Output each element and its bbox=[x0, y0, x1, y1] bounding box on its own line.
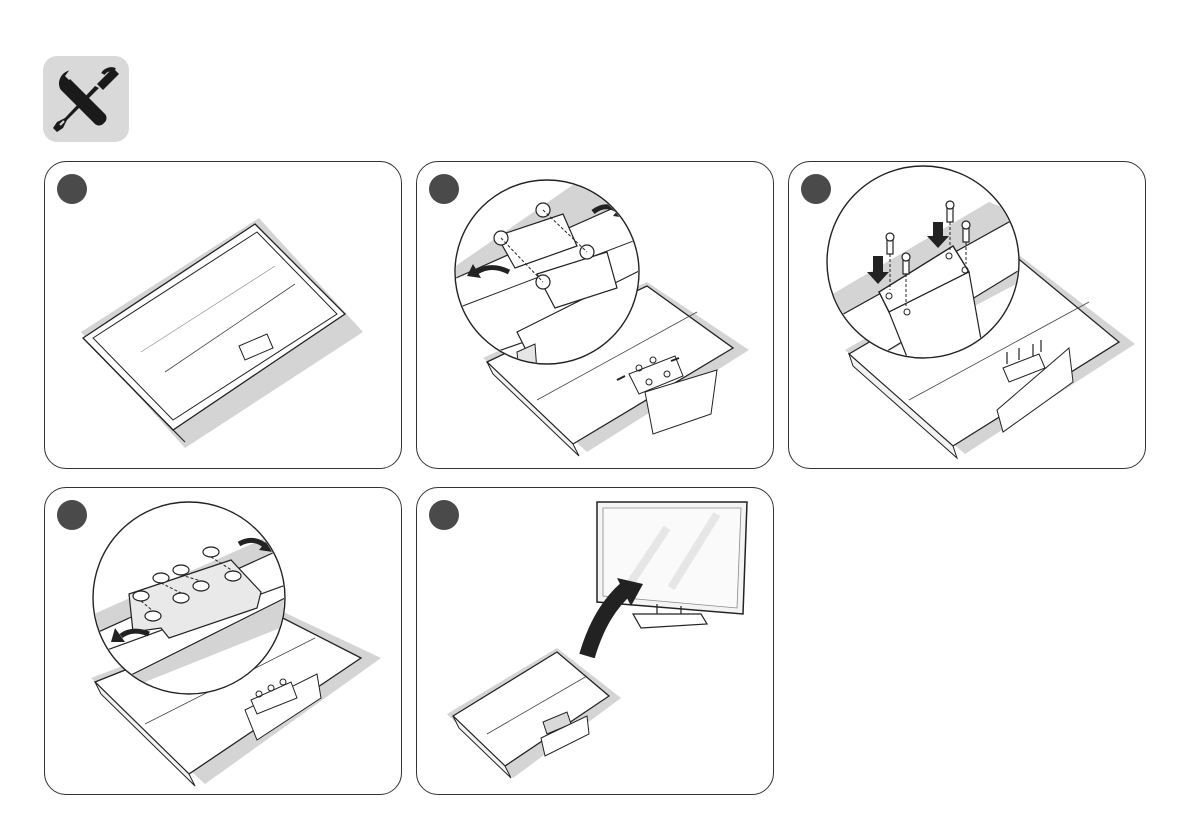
step-5-panel bbox=[416, 487, 774, 795]
tools-icon bbox=[43, 56, 129, 142]
step-2-illustration bbox=[417, 162, 773, 468]
step-3-illustration bbox=[789, 162, 1145, 468]
step-1-panel bbox=[44, 161, 402, 469]
step-4-panel bbox=[44, 487, 402, 795]
tools-badge bbox=[43, 56, 129, 142]
step-1-illustration bbox=[45, 162, 401, 468]
step-4-illustration bbox=[45, 488, 401, 794]
step-5-illustration bbox=[417, 488, 773, 794]
step-2-panel bbox=[416, 161, 774, 469]
step-3-panel bbox=[788, 161, 1146, 469]
